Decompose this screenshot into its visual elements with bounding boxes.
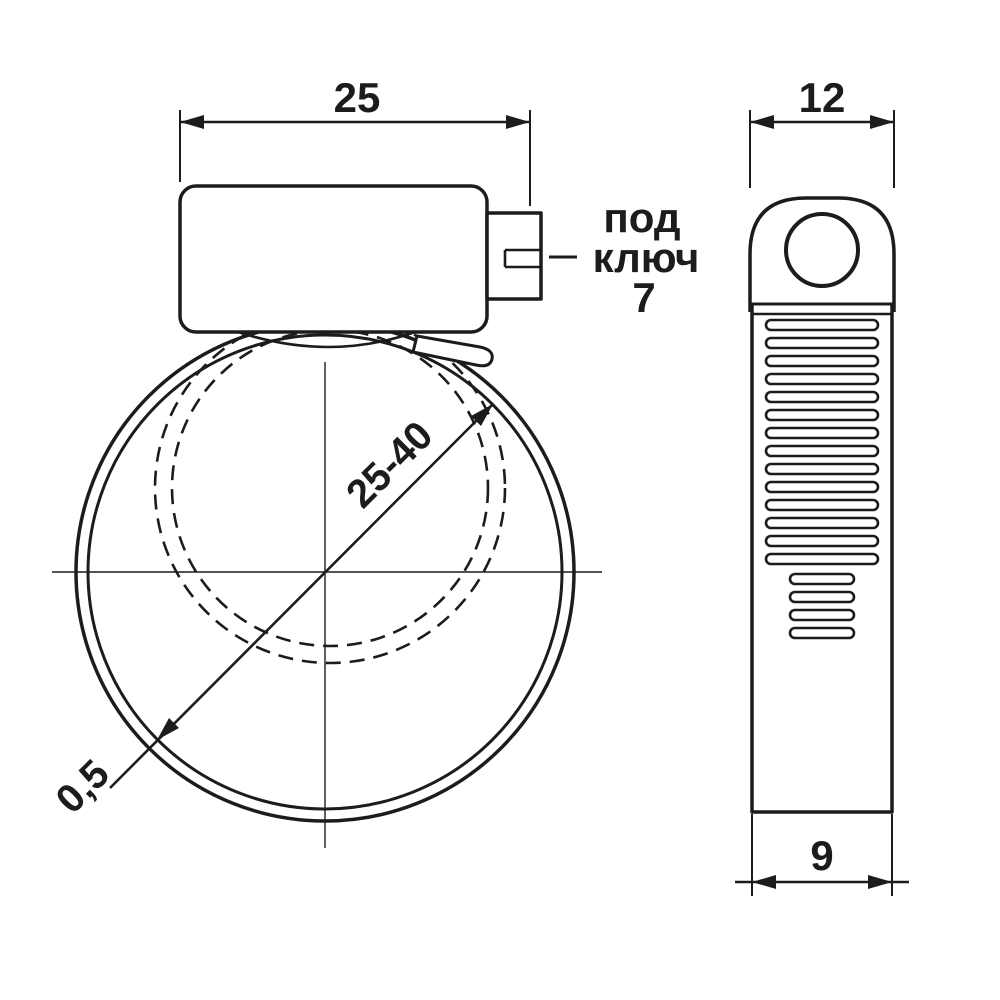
front-width-dimension: 25 — [179, 74, 531, 206]
band-slot — [764, 534, 880, 548]
band-slot — [764, 480, 880, 494]
screw-head — [485, 211, 543, 301]
dimension-arrow-left — [752, 875, 776, 889]
band-slot — [764, 462, 880, 476]
wrench-label-line1: под — [603, 194, 680, 241]
band-slot-short — [788, 626, 856, 640]
band-slot-short — [788, 590, 856, 604]
band-slot — [764, 408, 880, 422]
side-head-outline — [748, 196, 896, 312]
wrench-size-callout: под ключ 7 — [549, 194, 699, 321]
screw-housing — [178, 184, 489, 334]
band-tail — [411, 334, 494, 368]
band-slot-short — [788, 608, 856, 622]
band-slot — [764, 516, 880, 530]
head-width-dimension: 12 — [749, 74, 895, 188]
head-width-label: 12 — [799, 74, 846, 121]
band-slot — [764, 372, 880, 386]
band-inner-circle — [86, 333, 564, 811]
dimension-arrow-right — [506, 115, 530, 129]
diameter-arrow-upper — [471, 404, 493, 426]
band-slot — [764, 318, 880, 332]
dimension-arrow-right — [868, 875, 892, 889]
band-slot — [764, 552, 880, 566]
screw-head-outline — [485, 211, 543, 301]
band-thickness-label: 0,5 — [48, 752, 118, 822]
band-slot-short — [788, 572, 856, 586]
band-perforation-slots — [764, 318, 880, 640]
dimension-arrow-left — [750, 115, 774, 129]
wrench-label-line2: ключ — [593, 234, 700, 281]
clamp-range-label: 25-40 — [338, 413, 441, 516]
band-slot — [764, 336, 880, 350]
band-slot — [764, 390, 880, 404]
band-slot — [764, 426, 880, 440]
diameter-arrow-lower — [157, 718, 179, 740]
band-slot — [764, 354, 880, 368]
front-view: 25-40 0,5 под ключ 7 — [48, 74, 699, 848]
band-width-dimension: 9 — [735, 814, 909, 896]
dimension-arrow-left — [180, 115, 204, 129]
dimension-arrow-right — [870, 115, 894, 129]
side-view: 12 9 — [735, 74, 909, 896]
front-width-label: 25 — [334, 74, 381, 121]
band-slot — [764, 444, 880, 458]
band-saddle-curve — [237, 330, 416, 349]
band-width-label: 9 — [810, 832, 833, 879]
wrench-label-line3: 7 — [632, 274, 655, 321]
clamp-range-dashed-circle-inner — [170, 328, 490, 648]
screw-hole-circle — [784, 212, 860, 288]
side-band-outline — [750, 304, 894, 814]
band-slot — [764, 498, 880, 512]
